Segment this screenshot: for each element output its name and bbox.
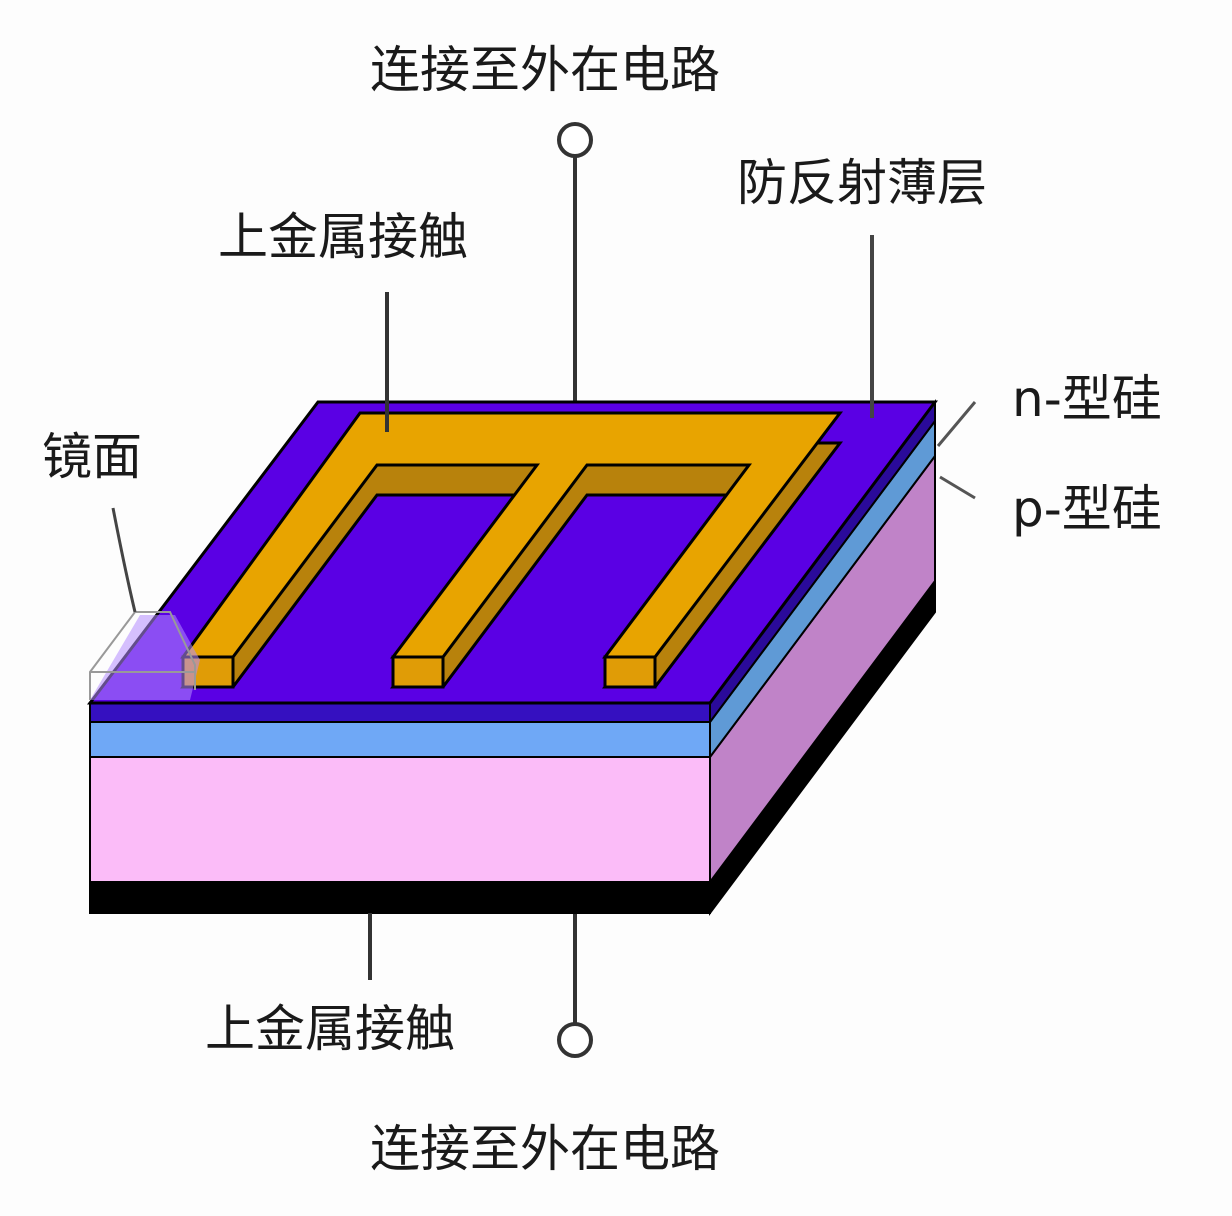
top-circuit-label: 连接至外在电路 (370, 41, 720, 99)
top-terminal-icon (557, 122, 593, 158)
p-silicon-label: p-型硅 (1012, 480, 1162, 538)
mirror-indicator (89, 507, 200, 700)
bottom-circuit-label: 连接至外在电路 (370, 1120, 720, 1178)
p-silicon-layer (89, 756, 711, 883)
n-silicon-label: n-型硅 (1012, 370, 1162, 428)
bottom-contact-label: 上金属接触 (205, 1000, 455, 1058)
top-metal-contact (180, 411, 844, 689)
anti-reflection-layer (89, 702, 711, 723)
n-silicon-layer (89, 721, 711, 758)
front-face (89, 702, 711, 914)
mirror-label: 镜面 (42, 428, 142, 486)
anti-reflection-label: 防反射薄层 (737, 154, 987, 212)
n-silicon-leader (936, 401, 977, 447)
back-contact-layer (89, 881, 711, 914)
right-face (709, 398, 936, 917)
bottom-terminal-icon (557, 1022, 593, 1058)
top-contact-label: 上金属接触 (218, 208, 468, 266)
p-silicon-leader (939, 475, 976, 500)
